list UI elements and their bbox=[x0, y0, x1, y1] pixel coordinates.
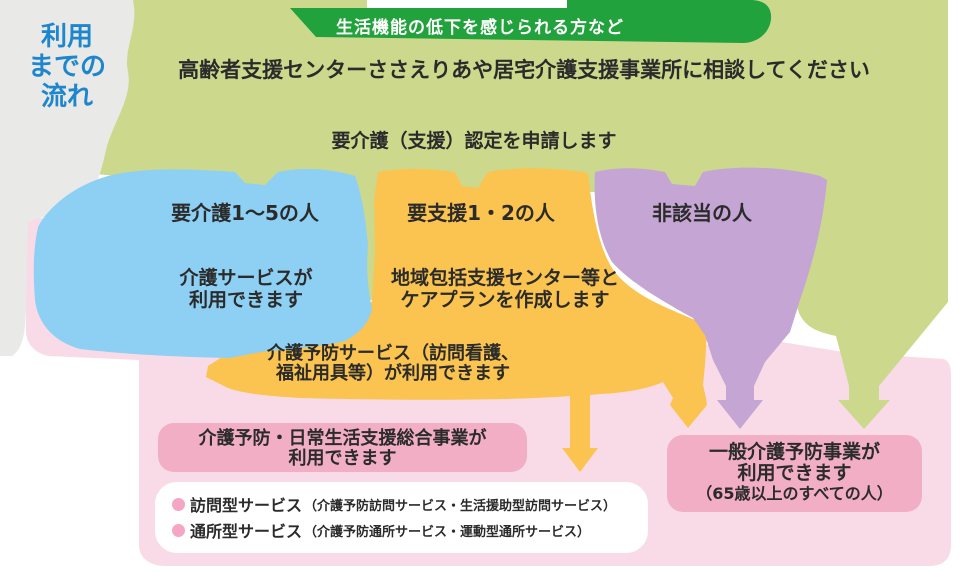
service-list-box: 訪問型サービス （介護予防訪問サービス・生活援助型訪問サービス） 通所型サービス… bbox=[155, 482, 648, 553]
pink-bullet-icon bbox=[172, 497, 185, 511]
pink-bullet-icon bbox=[172, 523, 185, 537]
green-background-shape bbox=[90, 0, 948, 429]
sidebar-flow-title-line: 利用 bbox=[40, 22, 93, 52]
service-list-item: 訪問型サービス （介護予防訪問サービス・生活援助型訪問サービス） bbox=[172, 494, 617, 515]
ippan-yobo-box: 一般介護予防事業が 利用できます （65歳以上のすべての人） bbox=[667, 435, 922, 512]
blue-branch-shape bbox=[33, 168, 373, 358]
service-label: 通所型サービス bbox=[190, 522, 303, 541]
service-detail: （介護予防通所サービス・運動型通所サービス） bbox=[304, 524, 591, 540]
branch-shien-body-line: 地域包括支援センター等と bbox=[390, 267, 619, 289]
banner-label: 生活機能の低下を感じられる方など bbox=[336, 18, 624, 38]
sogo-jigyo-box-line: 介護予防・日常生活支援総合事業が bbox=[198, 428, 487, 449]
sidebar-flow-title: 利用 までの 流れ bbox=[17, 22, 117, 112]
yellow-branch-shape bbox=[206, 168, 707, 472]
branch-kaigo-body-line: 利用できます bbox=[188, 289, 303, 311]
branch-shien-body-line: ケアプランを作成します bbox=[400, 289, 610, 311]
branch-kaigo-body: 介護サービスが 利用できます bbox=[126, 267, 366, 311]
step-apply-text: 要介護（支援）認定を申請します bbox=[331, 130, 617, 152]
branch-shien-title: 要支援1・2の人 bbox=[407, 201, 555, 225]
purple-branch-shape bbox=[594, 167, 827, 429]
prevention-service-note: 介護予防サービス（訪問看護、 福祉用具等）が利用できます bbox=[248, 344, 538, 384]
branch-kaigo-body-line: 介護サービスが bbox=[179, 267, 313, 289]
service-label: 訪問型サービス bbox=[190, 496, 303, 515]
ippan-yobo-box-line: 利用できます bbox=[737, 462, 852, 484]
banner-shape bbox=[290, 0, 772, 43]
ippan-yobo-box-line: 一般介護予防事業が bbox=[708, 441, 880, 463]
gray-background-shape bbox=[0, 0, 135, 356]
sidebar-flow-title-line: 流れ bbox=[40, 82, 93, 112]
prevention-service-note-line: 介護予防サービス（訪問看護、 bbox=[267, 343, 519, 364]
service-detail: （介護予防訪問サービス・生活援助型訪問サービス） bbox=[304, 498, 617, 514]
top-white-notch bbox=[367, 0, 567, 8]
step-consult-text: 高齢者支援センターささえりあや居宅介護支援事業所に相談してください bbox=[178, 58, 870, 82]
branch-higaito-title: 非該当の人 bbox=[652, 201, 752, 225]
prevention-service-note-line: 福祉用具等）が利用できます bbox=[276, 363, 510, 384]
sogo-jigyo-box-line: 利用できます bbox=[288, 448, 397, 469]
sogo-jigyo-box: 介護予防・日常生活支援総合事業が 利用できます bbox=[158, 423, 527, 472]
branch-kaigo-title: 要介護1〜5の人 bbox=[171, 201, 319, 225]
ippan-yobo-box-line: （65歳以上のすべての人） bbox=[696, 484, 893, 503]
service-list-item: 通所型サービス （介護予防通所サービス・運動型通所サービス） bbox=[172, 520, 591, 541]
sidebar-flow-title-line: までの bbox=[27, 52, 106, 82]
branch-shien-body: 地域包括支援センター等と ケアプランを作成します bbox=[375, 267, 635, 311]
